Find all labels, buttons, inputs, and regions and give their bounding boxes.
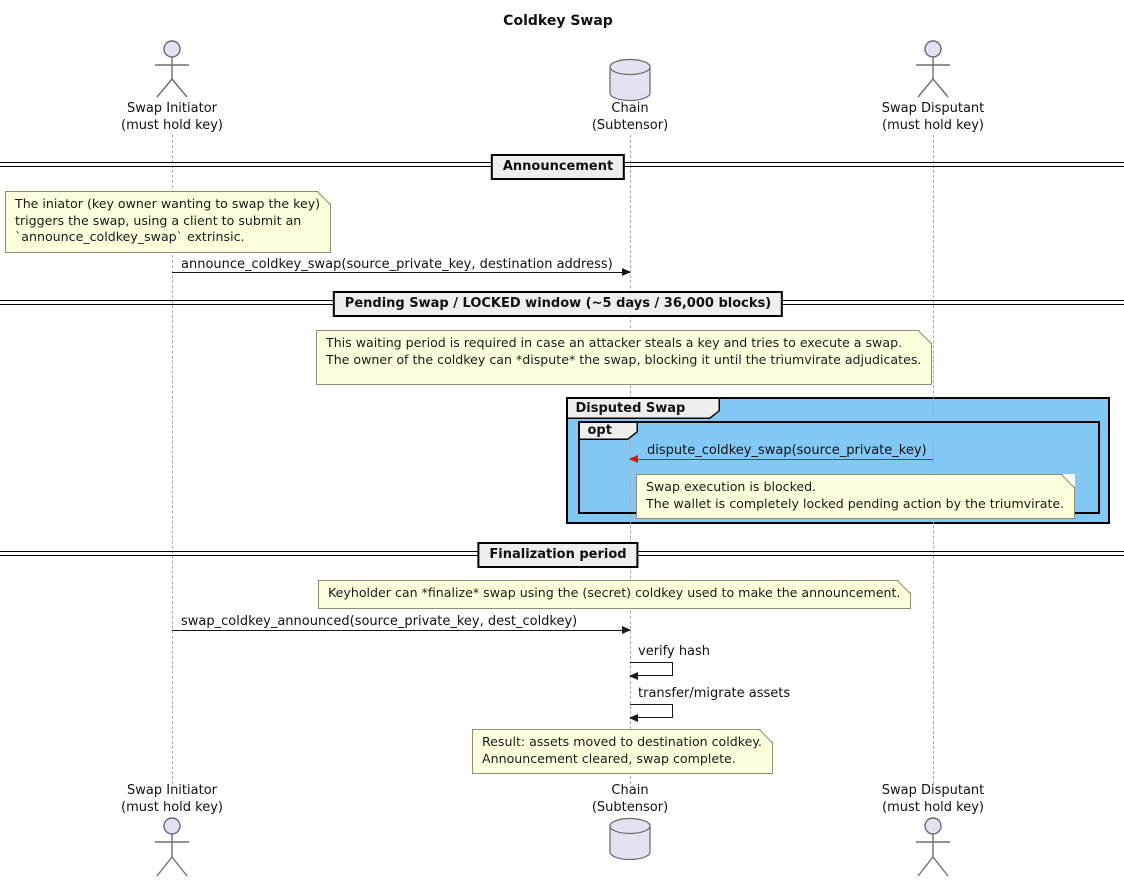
actor-icon	[916, 817, 950, 877]
database-icon	[609, 817, 651, 861]
participant-subtitle: (must hold key)	[121, 799, 223, 815]
message-announce-label: announce_coldkey_swap(source_private_key…	[181, 257, 613, 272]
message-transfer-label: transfer/migrate assets	[638, 686, 791, 701]
participant-name: Swap Initiator	[127, 783, 217, 798]
participant-swap-disputant-footer: Swap Disputant (must hold key)	[882, 783, 985, 816]
participant-subtitle: (must hold key)	[882, 799, 984, 815]
group-tab-disputed-swap: Disputed Swap	[566, 397, 720, 419]
note-line: Result: assets moved to destination cold…	[482, 734, 763, 749]
divider-pending-swap: Pending Swap / LOCKED window (~5 days / …	[332, 291, 784, 317]
note-finalize: Keyholder can *finalize* swap using the …	[318, 580, 912, 609]
message-finalize-label: swap_coldkey_announced(source_private_ke…	[181, 614, 578, 629]
lifeline-swap-disputant	[933, 135, 934, 784]
message-announce-arrow	[172, 268, 631, 276]
actor-icon	[916, 40, 950, 98]
note-line: The wallet is completely locked pending …	[646, 495, 1065, 511]
participant-name: Chain	[611, 783, 649, 798]
note-waiting-period: This waiting period is required in case …	[316, 330, 933, 385]
note-result: Result: assets moved to destination cold…	[472, 729, 774, 774]
divider-finalization: Finalization period	[477, 542, 639, 568]
participant-subtitle: (Subtensor)	[591, 117, 669, 133]
arrowhead-left-icon	[629, 454, 638, 463]
self-message-transfer	[629, 704, 673, 722]
note-line: This waiting period is required in case …	[326, 335, 903, 350]
note-line: Keyholder can *finalize* swap using the …	[328, 585, 901, 600]
participant-name: Swap Disputant	[881, 101, 985, 116]
participant-chain-footer: Chain (Subtensor)	[592, 783, 668, 816]
message-dispute-arrow	[629, 454, 933, 463]
actor-icon	[155, 817, 189, 877]
note-initiator: The iniator (key owner wanting to swap t…	[5, 191, 332, 253]
arrowhead-right-icon	[622, 268, 631, 276]
note-line: Swap execution is blocked.	[646, 479, 817, 494]
message-finalize-arrow	[172, 626, 631, 634]
participant-subtitle: (Subtensor)	[591, 799, 669, 815]
note-line: triggers the swap, using a client to sub…	[15, 212, 302, 228]
participant-swap-initiator-footer: Swap Initiator (must hold key)	[121, 783, 223, 816]
divider-announcement: Announcement	[490, 154, 626, 180]
group-tab-label: Disputed Swap	[568, 399, 719, 418]
note-line: The owner of the coldkey can *dispute* t…	[326, 351, 922, 367]
participant-subtitle: (must hold key)	[882, 117, 984, 133]
participant-swap-initiator: Swap Initiator (must hold key)	[121, 101, 223, 134]
database-icon	[609, 58, 651, 102]
arrowhead-left-icon	[629, 672, 638, 680]
message-verify-hash-label: verify hash	[638, 644, 711, 659]
message-dispute-label: dispute_coldkey_swap(source_private_key)	[647, 443, 927, 458]
note-line: `announce_coldkey_swap` extrinsic.	[15, 229, 245, 244]
participant-swap-disputant: Swap Disputant (must hold key)	[882, 101, 985, 134]
arrowhead-left-icon	[629, 714, 638, 722]
note-line: The iniator (key owner wanting to swap t…	[15, 196, 321, 211]
arrowhead-right-icon	[622, 626, 631, 634]
participant-name: Chain	[611, 101, 649, 116]
lifeline-swap-initiator	[172, 135, 173, 784]
participant-chain: Chain (Subtensor)	[592, 101, 668, 134]
diagram-title: Coldkey Swap	[503, 13, 613, 29]
self-message-verify-hash	[629, 662, 673, 680]
participant-name: Swap Disputant	[881, 783, 985, 798]
note-swap-blocked: Swap execution is blocked. The wallet is…	[636, 474, 1076, 519]
opt-fragment-tab: opt	[578, 421, 638, 440]
participant-name: Swap Initiator	[127, 101, 217, 116]
actor-icon	[155, 40, 189, 98]
opt-tab-label: opt	[580, 423, 637, 439]
note-line: Announcement cleared, swap complete.	[482, 750, 736, 766]
participant-subtitle: (must hold key)	[121, 117, 223, 133]
